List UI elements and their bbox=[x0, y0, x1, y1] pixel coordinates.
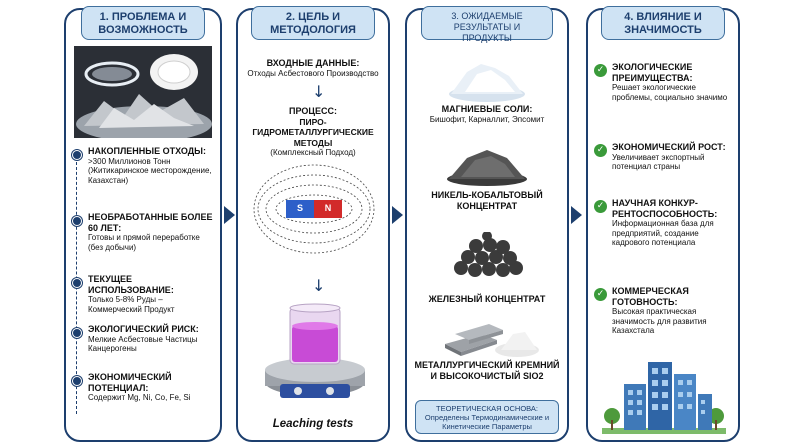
impact-commercial: КОММЕРЧЕСКАЯ ГОТОВНОСТЬ: Высокая практич… bbox=[612, 286, 734, 336]
magnet-n-label: N bbox=[324, 203, 332, 213]
item-text: Готовы и прямой переработке (без добычи) bbox=[88, 233, 200, 252]
impact-scientific: НАУЧНАЯ КОНКУР- РЕНТОСПОСОБНОСТЬ: Информ… bbox=[612, 198, 734, 248]
check-icon: ✓ bbox=[594, 288, 607, 301]
flow-arrow-icon bbox=[571, 206, 582, 224]
down-arrow-icon: ↓ bbox=[312, 82, 326, 101]
check-icon: ✓ bbox=[594, 144, 607, 157]
check-icon: ✓ bbox=[594, 64, 607, 77]
process-text: ПИРО-ГИДРОМЕТАЛЛУРГИЧЕСКИЕ МЕТОДЫ bbox=[252, 116, 374, 148]
impact-text: Увеличивает экспортный потенциал страны bbox=[612, 152, 705, 172]
process-head: ПРОЦЕСС: bbox=[289, 106, 337, 116]
item-head: ЭКОНОМИЧЕСКИЙ ПОТЕНЦИАЛ: bbox=[88, 372, 172, 393]
theory-basis-text: ТЕОРЕТИЧЕСКАЯ ОСНОВА: Определены Термоди… bbox=[424, 404, 550, 431]
input-text: Отходы Асбестового Производство bbox=[247, 68, 379, 78]
panel-problem: 1. ПРОБЛЕМА И ВОЗМОЖНОСТЬ НАКОПЛЕННЫЕ ОТ… bbox=[64, 6, 222, 442]
impact-text: Решает экологические проблемы, социально… bbox=[612, 83, 728, 102]
item-head: ЭКОЛОГИЧЕСКИЙ РИСК: bbox=[88, 324, 199, 334]
impact-head: НАУЧНАЯ КОНКУР- РЕНТОСПОСОБНОСТЬ: bbox=[612, 198, 718, 219]
check-icon: ✓ bbox=[594, 200, 607, 213]
impact-text: Высокая практическая значимость для разв… bbox=[612, 307, 707, 335]
city-buildings-icon bbox=[602, 362, 726, 434]
process-note: (Комплексный Подход) bbox=[270, 148, 356, 157]
magnesium-salts-image bbox=[449, 64, 525, 102]
leaching-apparatus-icon bbox=[265, 303, 365, 398]
product-text: Бишофит, Карналлит, Эпсомит bbox=[429, 114, 545, 124]
item-text: >300 Миллионов Тонн (Житикаринское место… bbox=[88, 156, 212, 185]
magnet-field-icon bbox=[253, 164, 375, 254]
magnet-s-label: S bbox=[296, 203, 303, 213]
panel-title: 1. ПРОБЛЕМА И ВОЗМОЖНОСТЬ bbox=[81, 6, 205, 40]
item-text: Мелкие Асбестовые Частицы Канцерогены bbox=[88, 334, 198, 354]
item-current-use: ТЕКУЩЕЕ ИСПОЛЬЗОВАНИЕ: Только 5-8% Руды … bbox=[88, 274, 216, 314]
panel-title: 4. ВЛИЯНИЕ И ЗНАЧИМОСТЬ bbox=[601, 6, 725, 40]
silicon-ingots-image bbox=[445, 324, 539, 357]
product-head: МАГНИЕВЫЕ СОЛИ: bbox=[441, 104, 533, 114]
input-head: ВХОДНЫЕ ДАННЫЕ: bbox=[266, 58, 360, 68]
product-silicon: МЕТАЛЛУРГИЧЕСКИЙ КРЕМНИЙ И ВЫСОКОЧИСТЫЙ … bbox=[411, 360, 563, 381]
item-head: ТЕКУЩЕЕ ИСПОЛЬЗОВАНИЕ: bbox=[88, 274, 174, 295]
panel-title: 3. ОЖИДАЕМЫЕ РЕЗУЛЬТАТЫ И ПРОДУКТЫ bbox=[421, 6, 553, 43]
nickel-cobalt-image bbox=[447, 150, 527, 186]
item-head: НАКОПЛЕННЫЕ ОТХОДЫ: bbox=[88, 146, 206, 156]
leaching-caption: Leaching tests bbox=[272, 418, 354, 430]
timeline-dot bbox=[72, 150, 82, 160]
asbestos-waste-image bbox=[74, 46, 212, 138]
timeline-dot bbox=[72, 376, 82, 386]
panel-results: 3. ОЖИДАЕМЫЕ РЕЗУЛЬТАТЫ И ПРОДУКТЫ МАГНИ… bbox=[405, 6, 569, 442]
item-accumulated-waste: НАКОПЛЕННЫЕ ОТХОДЫ: >300 Миллионов Тонн … bbox=[88, 146, 216, 185]
input-block: ВХОДНЫЕ ДАННЫЕ: Отходы Асбестового Произ… bbox=[242, 58, 384, 78]
item-head: НЕОБРАБОТАННЫЕ БОЛЕЕ 60 ЛЕТ: bbox=[88, 212, 213, 233]
product-head: НИКЕЛЬ-КОБАЛЬТОВЫЙ КОНЦЕНТРАТ bbox=[431, 190, 543, 211]
impact-economic: ЭКОНОМИЧЕСКИЙ РОСТ: Увеличивает экспортн… bbox=[612, 142, 734, 172]
process-block: ПРОЦЕСС: ПИРО-ГИДРОМЕТАЛЛУРГИЧЕСКИЕ МЕТО… bbox=[242, 106, 384, 158]
flow-arrow-icon bbox=[224, 206, 235, 224]
item-ecological-risk: ЭКОЛОГИЧЕСКИЙ РИСК: Мелкие Асбестовые Ча… bbox=[88, 324, 216, 354]
product-head: ЖЕЛЕЗНЫЙ КОНЦЕНТРАТ bbox=[428, 294, 546, 304]
impact-text: Информационная база для предприятий, соз… bbox=[612, 219, 714, 247]
item-economic-potential: ЭКОНОМИЧЕСКИЙ ПОТЕНЦИАЛ: Содержит Mg, Ni… bbox=[88, 372, 216, 403]
item-text: Только 5-8% Руды – Коммерческий Продукт bbox=[88, 295, 175, 314]
product-magnesium: МАГНИЕВЫЕ СОЛИ: Бишофит, Карналлит, Эпсо… bbox=[411, 104, 563, 124]
impact-head: ЭКОЛОГИЧЕСКИЕ ПРЕИМУЩЕСТВА: bbox=[612, 62, 693, 83]
panel-title: 2. ЦЕЛЬ И МЕТОДОЛОГИЯ bbox=[251, 6, 375, 40]
product-head: МЕТАЛЛУРГИЧЕСКИЙ КРЕМНИЙ И ВЫСОКОЧИСТЫЙ … bbox=[414, 360, 560, 381]
theory-basis-box: ТЕОРЕТИЧЕСКАЯ ОСНОВА: Определены Термоди… bbox=[415, 400, 559, 434]
timeline-dot bbox=[72, 278, 82, 288]
impact-ecological: ЭКОЛОГИЧЕСКИЕ ПРЕИМУЩЕСТВА: Решает эколо… bbox=[612, 62, 734, 102]
impact-head: КОММЕРЧЕСКАЯ ГОТОВНОСТЬ: bbox=[612, 286, 689, 307]
flow-arrow-icon bbox=[392, 206, 403, 224]
timeline-dot bbox=[72, 328, 82, 338]
product-iron: ЖЕЛЕЗНЫЙ КОНЦЕНТРАТ bbox=[411, 294, 563, 305]
item-unprocessed: НЕОБРАБОТАННЫЕ БОЛЕЕ 60 ЛЕТ: Готовы и пр… bbox=[88, 212, 216, 252]
impact-head: ЭКОНОМИЧЕСКИЙ РОСТ: bbox=[612, 142, 726, 152]
panel-impact: 4. ВЛИЯНИЕ И ЗНАЧИМОСТЬ ✓ ЭКОЛОГИЧЕСКИЕ … bbox=[586, 6, 740, 442]
iron-pellets-image bbox=[454, 232, 523, 277]
panel-methodology: 2. ЦЕЛЬ И МЕТОДОЛОГИЯ ВХОДНЫЕ ДАННЫЕ: От… bbox=[236, 6, 390, 442]
item-text: Содержит Mg, Ni, Co, Fe, Si bbox=[88, 393, 191, 402]
timeline-dot bbox=[72, 216, 82, 226]
product-nickel-cobalt: НИКЕЛЬ-КОБАЛЬТОВЫЙ КОНЦЕНТРАТ bbox=[411, 190, 563, 211]
down-arrow-icon: ↓ bbox=[312, 276, 326, 295]
